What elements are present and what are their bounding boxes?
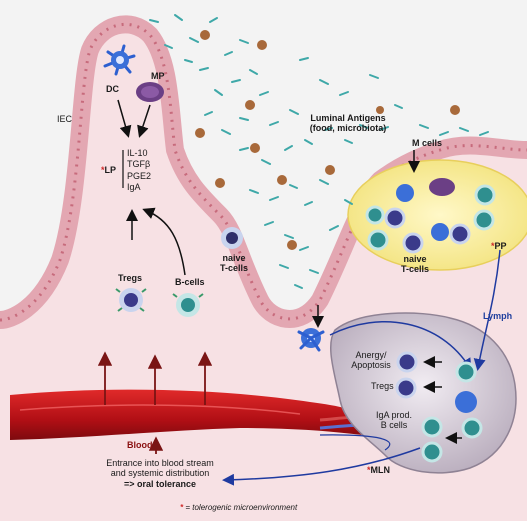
label-naive-tcells-pp: naive T-cells (393, 254, 437, 275)
mediator-list: IL-10 TGFβ PGE2 IgA (127, 148, 151, 193)
label-iga-bcells: IgA prod. B cells (368, 410, 420, 431)
migrating-dendritic-cell-icon (297, 328, 325, 352)
mediator-iga: IgA (127, 181, 141, 192)
label-mln-tregs: Tregs (371, 381, 394, 391)
macrophage-icon (136, 82, 164, 102)
label-entrance: Entrance into blood stream and systemic … (85, 458, 235, 489)
dendritic-cell-icon (103, 44, 136, 76)
entrance-line-3: => oral tolerance (123, 478, 197, 489)
naive-line-2: T-cells (219, 263, 248, 274)
pp-cells (365, 178, 496, 254)
lp-star: * (101, 165, 105, 175)
anergy-line-2: Apoptosis (351, 360, 391, 371)
mediator-pge2: PGE2 (127, 170, 152, 181)
mln-text: MLN (370, 465, 391, 475)
luminal-line-2: (food, microbiota) (309, 123, 387, 134)
naive-t-cell-icon (221, 227, 243, 249)
label-tregs: Tregs (118, 273, 143, 283)
treg-cell-icon (115, 288, 147, 312)
luminal-line-1: Luminal Antigens (310, 113, 386, 123)
label-luminal-antigens: Luminal Antigens (food, microbiota) (288, 113, 408, 134)
iga-line-2: B cells (380, 420, 408, 431)
mediator-il10: IL-10 (127, 148, 148, 158)
mediator-tgfb: TGFβ (127, 159, 151, 170)
label-lymph: Lymph (483, 311, 513, 321)
mln-cells (395, 351, 483, 463)
pp-star: * (491, 241, 495, 251)
footnote-star: * (180, 503, 184, 512)
mln-star: * (367, 465, 371, 475)
pp-text: PP (494, 241, 507, 251)
luminal-antigen-particles (195, 30, 460, 250)
label-pp: *PP (491, 241, 507, 251)
label-lp: *LP (101, 165, 116, 175)
label-dc: DC (106, 84, 119, 94)
label-naive-tcells-left: naive T-cells (214, 253, 254, 274)
label-mp: MP (151, 71, 165, 81)
entrance-line-2: and systemic distribution (110, 468, 210, 479)
footnote-text: = tolerogenic microenvironment (185, 503, 298, 512)
luminal-antigen-rods (149, 14, 489, 289)
label-bcells: B-cells (175, 277, 205, 287)
label-iec: IEC (57, 114, 73, 124)
label-anergy: Anergy/ Apoptosis (341, 350, 401, 371)
naive-pp-line-1: naive (403, 254, 427, 264)
anergy-line-1: Anergy/ (355, 350, 387, 360)
footnote: * = tolerogenic microenvironment (180, 503, 297, 512)
iga-line-1: IgA prod. (375, 410, 413, 420)
label-mln: *MLN (367, 465, 390, 475)
label-blood: Blood (127, 440, 153, 450)
entrance-line-1: Entrance into blood stream (106, 458, 214, 468)
lp-text: LP (104, 165, 117, 175)
b-cell-icon (172, 293, 204, 317)
naive-line-1: naive (222, 253, 246, 263)
blood-vessel (10, 389, 370, 440)
naive-pp-line-2: T-cells (400, 264, 429, 275)
label-m-cells: M cells (412, 138, 443, 148)
